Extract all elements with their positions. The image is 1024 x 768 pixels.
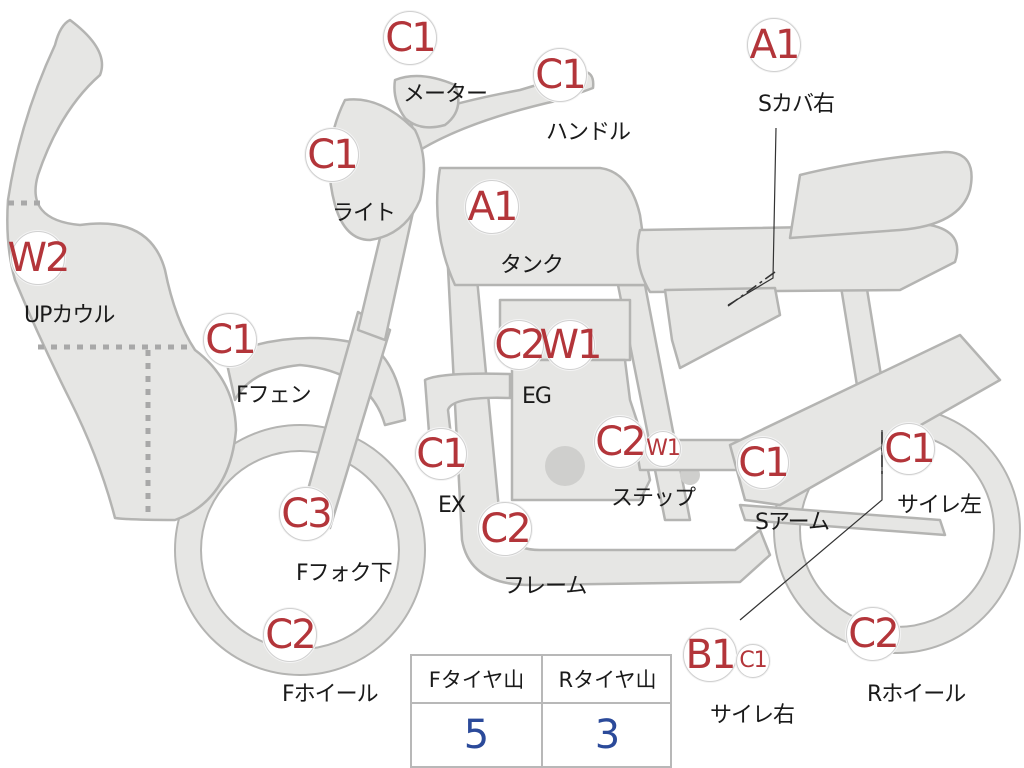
label-exhaust: EX bbox=[438, 493, 466, 518]
label-side-cover-right: Sカバ右 bbox=[758, 92, 835, 117]
grade-exhaust: C1 bbox=[415, 428, 468, 480]
grade-frame: C2 bbox=[478, 502, 532, 556]
label-front-wheel: Fホイール bbox=[282, 682, 379, 707]
grade-light: C1 bbox=[305, 128, 359, 182]
label-upper-cowl: UPカウル bbox=[24, 303, 115, 328]
label-meter: メーター bbox=[403, 82, 488, 107]
rear-tread-value: 3 bbox=[594, 712, 621, 758]
label-handle: ハンドル bbox=[546, 120, 631, 145]
front-wheel-shape bbox=[175, 425, 425, 675]
grade-silencer-right-1: B1 bbox=[683, 628, 737, 682]
label-frame: フレーム bbox=[503, 574, 587, 599]
rear-tread-header: Rタイヤ山 bbox=[543, 656, 672, 704]
upper-cowl-shape bbox=[6, 18, 238, 522]
grade-swing-arm: C1 bbox=[737, 437, 790, 489]
front-tread-value: 5 bbox=[463, 712, 490, 758]
grade-meter: C1 bbox=[383, 11, 437, 65]
grade-step-2: W1 bbox=[645, 431, 681, 467]
grade-front-fork-lower: C3 bbox=[279, 487, 333, 541]
grade-step-1: C2 bbox=[594, 416, 647, 468]
seat-tail-shape bbox=[788, 150, 973, 240]
label-silencer-left: サイレ左 bbox=[897, 493, 982, 518]
grade-side-cover-right: A1 bbox=[747, 18, 801, 72]
label-front-fork-lower: Fフォク下 bbox=[296, 561, 393, 586]
grade-upper-cowl: W2 bbox=[8, 231, 71, 285]
meter-shape bbox=[393, 74, 460, 129]
grade-silencer-right-2: C1 bbox=[736, 644, 770, 678]
grade-engine-1: C2 bbox=[494, 320, 546, 370]
front-tread-header: Fタイヤ山 bbox=[412, 656, 541, 704]
grade-handle: C1 bbox=[533, 48, 587, 102]
tire-tread-table: Fタイヤ山 Rタイヤ山 5 3 bbox=[410, 654, 672, 768]
silencer-shape bbox=[738, 503, 947, 537]
label-swing-arm: Sアーム bbox=[755, 510, 830, 535]
seat-lower-shape bbox=[636, 223, 959, 294]
grade-rear-wheel: C2 bbox=[846, 607, 900, 661]
silencer-right-leader bbox=[739, 430, 883, 621]
label-tank: タンク bbox=[500, 253, 564, 278]
label-front-fender: Fフェン bbox=[236, 383, 312, 408]
grade-front-wheel: C2 bbox=[263, 608, 317, 662]
grade-front-fender: C1 bbox=[203, 313, 257, 367]
side-cover-shape bbox=[663, 286, 782, 370]
grade-tank: A1 bbox=[465, 180, 519, 234]
label-rear-wheel: Rホイール bbox=[867, 682, 966, 707]
grade-silencer-left: C1 bbox=[883, 423, 936, 475]
label-step: ステップ bbox=[611, 486, 696, 511]
label-engine: EG bbox=[522, 384, 552, 409]
label-silencer-right: サイレ右 bbox=[710, 703, 795, 728]
grade-engine-2: W1 bbox=[539, 320, 603, 370]
label-light: ライト bbox=[332, 201, 396, 226]
